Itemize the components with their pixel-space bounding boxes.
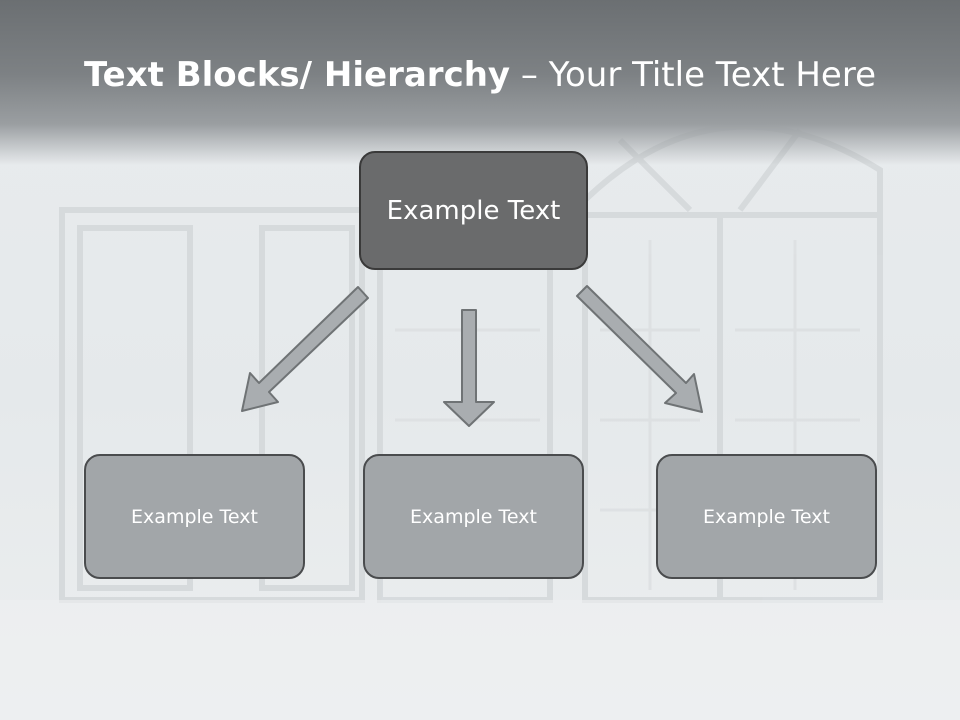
child-node-right: Example Text xyxy=(656,454,877,579)
title-bold-part: Text Blocks/ Hierarchy xyxy=(83,55,511,95)
top-node: Example Text xyxy=(359,151,588,270)
top-node-label: Example Text xyxy=(386,195,561,226)
title-separator: – xyxy=(510,55,549,95)
arrow-center xyxy=(443,309,495,427)
arrow-right xyxy=(576,285,703,413)
arrow-left xyxy=(241,286,369,412)
title-bar xyxy=(0,0,960,165)
child-node-center: Example Text xyxy=(363,454,584,579)
child-node-left: Example Text xyxy=(84,454,305,579)
child-node-label: Example Text xyxy=(703,505,830,528)
slide-title: Text Blocks/ Hierarchy – Your Title Text… xyxy=(0,52,960,98)
child-node-label: Example Text xyxy=(131,505,258,528)
child-node-label: Example Text xyxy=(410,505,537,528)
title-rest-part: Your Title Text Here xyxy=(548,55,877,95)
